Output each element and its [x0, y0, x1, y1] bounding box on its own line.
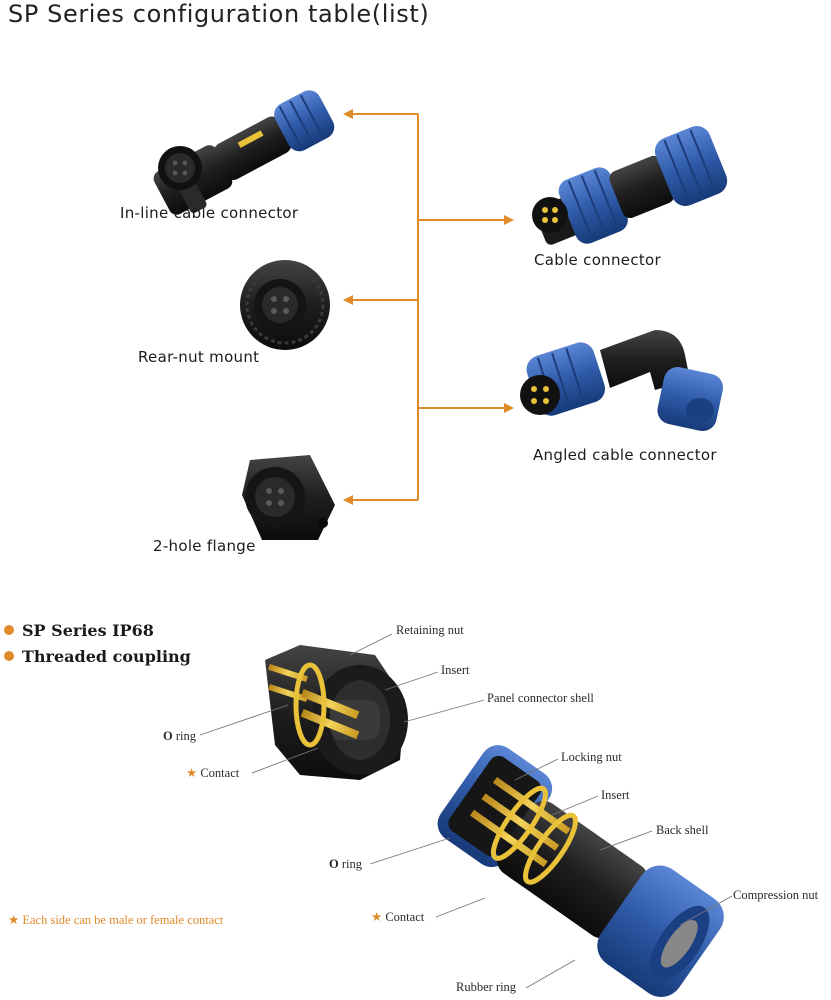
rear-nut-mount-image — [240, 260, 330, 350]
o-ring-initial: O — [329, 857, 339, 871]
callout-insert-cable: Insert — [601, 788, 630, 802]
leader-contact-panel — [251, 747, 319, 774]
page-title: SP Series configuration table(list) — [8, 0, 430, 28]
contact-text: Contact — [385, 910, 425, 924]
panel-connector-exploded-image — [265, 645, 408, 780]
leader-o-ring-panel — [199, 704, 289, 736]
label-cable-connector: Cable connector — [534, 251, 661, 269]
leader-insert-panel — [384, 671, 439, 691]
callout-o-ring-panel: O ring — [163, 729, 196, 744]
cable-connector-image — [532, 125, 728, 245]
leader-retaining-nut — [349, 633, 393, 656]
callout-back-shell: Back shell — [656, 823, 709, 837]
angled-connector-image — [520, 330, 723, 432]
leader-panel-shell — [403, 699, 485, 723]
star-icon: ★ — [186, 766, 198, 780]
star-icon: ★ — [371, 910, 383, 924]
cable-connector-exploded-image — [437, 745, 724, 997]
contact-note: ★ Each side can be male or female contac… — [8, 912, 223, 928]
callout-retaining-nut: Retaining nut — [396, 623, 464, 637]
feature-text: SP Series IP68 — [22, 621, 154, 640]
label-rear-nut-mount: Rear-nut mount — [138, 348, 260, 366]
leader-compression-nut — [679, 895, 733, 926]
leader-insert-cable — [551, 795, 599, 816]
callout-o-ring-cable: O ring — [329, 857, 362, 872]
callout-insert-panel: Insert — [441, 663, 470, 677]
inline-connector-image — [153, 90, 335, 215]
leader-o-ring-cable — [369, 837, 451, 865]
leader-locking-nut — [514, 758, 559, 781]
leader-back-shell — [599, 830, 653, 851]
callout-contact-cable: ★ Contact — [371, 909, 424, 925]
leader-rubber-ring — [525, 959, 576, 989]
contact-text: Contact — [200, 766, 240, 780]
label-inline-connector: In-line cable connector — [120, 204, 299, 222]
star-icon: ★ — [8, 913, 20, 927]
o-ring-initial: O — [163, 729, 173, 743]
callout-panel-shell: Panel connector shell — [487, 691, 594, 705]
o-ring-text: ring — [338, 857, 362, 871]
callout-leaders — [199, 633, 733, 989]
feature-item-ip68: SP Series IP68 — [4, 621, 154, 640]
label-angled-connector: Angled cable connector — [533, 446, 717, 464]
bullet-dot-icon — [4, 650, 14, 661]
feature-item-threaded: Threaded coupling — [4, 647, 191, 666]
label-two-hole-flange: 2-hole flange — [153, 537, 256, 555]
feature-text: Threaded coupling — [22, 647, 191, 666]
callout-compression-nut: Compression nut — [733, 888, 819, 902]
note-text: Each side can be male or female contact — [19, 913, 224, 927]
callout-locking-nut: Locking nut — [561, 750, 622, 764]
arrow-network — [343, 109, 514, 505]
bullet-dot-icon — [4, 624, 14, 635]
callout-contact-panel: ★ Contact — [186, 765, 239, 781]
callout-rubber-ring: Rubber ring — [456, 980, 517, 994]
leader-contact-cable — [435, 897, 486, 918]
two-hole-flange-image — [242, 455, 335, 540]
o-ring-text: ring — [172, 729, 196, 743]
